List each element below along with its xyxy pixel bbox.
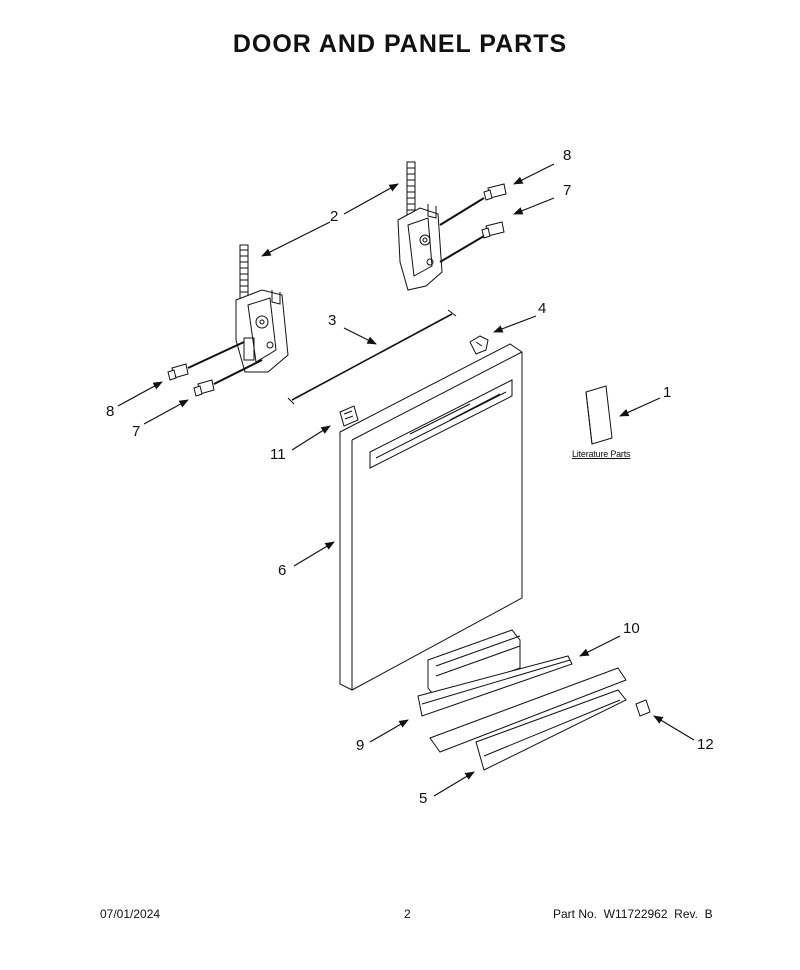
callout-8-right: 8: [563, 147, 572, 164]
callout-3: 3: [328, 312, 337, 329]
footer-page-number: 2: [404, 907, 411, 921]
callout-1: 1: [663, 384, 672, 401]
literature-packet: [585, 385, 613, 445]
callout-4: 4: [538, 300, 547, 317]
toe-panel-parts: [417, 629, 651, 771]
callout-5: 5: [419, 790, 428, 807]
left-hinge-assembly: [235, 244, 289, 373]
door-clip: [469, 335, 489, 355]
callout-8-left: 8: [106, 403, 115, 420]
hinge-screws-right: [439, 183, 507, 263]
page-title: DOOR AND PANEL PARTS: [232, 30, 568, 58]
callout-7-right: 7: [563, 182, 572, 199]
right-hinge-assembly: [397, 161, 443, 291]
callout-6: 6: [278, 562, 287, 579]
latch-clip: [339, 405, 359, 427]
door-panel: [339, 343, 523, 691]
leader-arrows: [117, 163, 695, 797]
vent-rod: [287, 309, 457, 405]
callout-2: 2: [330, 208, 339, 225]
footer-date: 07/01/2024: [100, 907, 161, 921]
hinge-screws-left: [167, 341, 263, 397]
callout-12: 12: [697, 736, 714, 753]
footer-part-number: Part No. W11722962 Rev. B: [553, 907, 713, 921]
callout-11: 11: [270, 446, 286, 463]
callout-9: 9: [356, 737, 365, 754]
callout-10: 10: [623, 620, 640, 637]
literature-parts-label: Literature Parts: [572, 449, 631, 459]
callout-7-left: 7: [132, 423, 141, 440]
